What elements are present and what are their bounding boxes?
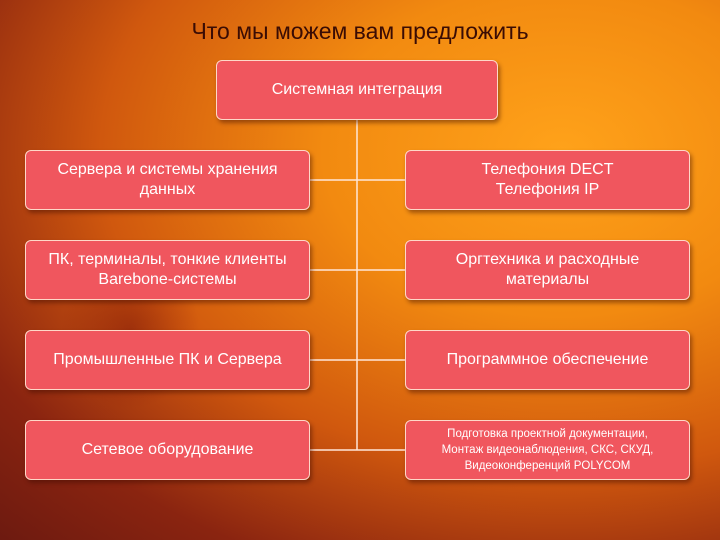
left-node-network: Сетевое оборудование: [25, 420, 310, 480]
right-node-software: Программное обеспечение: [405, 330, 690, 390]
right-node-services: Подготовка проектной документации, Монта…: [405, 420, 690, 480]
right-node-telephony: Телефония DECT Телефония IP: [405, 150, 690, 210]
right-node-label: Оргтехника и расходные материалы: [455, 251, 640, 288]
root-node: Системная интеграция: [216, 60, 498, 120]
root-node-label: Системная интеграция: [271, 81, 443, 98]
left-node-label: Промышленные ПК и Сервера: [53, 351, 282, 368]
slide-title: Что мы можем вам предложить: [191, 18, 529, 44]
right-node-label: Подготовка проектной документации, Монта…: [441, 428, 654, 472]
right-node-office-equipment: Оргтехника и расходные материалы: [405, 240, 690, 300]
right-node-label: Программное обеспечение: [446, 351, 649, 368]
left-node-label: Сервера и системы хранения данных: [57, 161, 278, 198]
left-node-pc: ПК, терминалы, тонкие клиенты Barebone-с…: [25, 240, 310, 300]
right-node-label: Телефония DECT Телефония IP: [481, 161, 614, 198]
left-node-servers: Сервера и системы хранения данных: [25, 150, 310, 210]
left-node-label: ПК, терминалы, тонкие клиенты Barebone-с…: [48, 251, 287, 288]
left-node-label: Сетевое оборудование: [81, 441, 254, 458]
left-node-industrial: Промышленные ПК и Сервера: [25, 330, 310, 390]
